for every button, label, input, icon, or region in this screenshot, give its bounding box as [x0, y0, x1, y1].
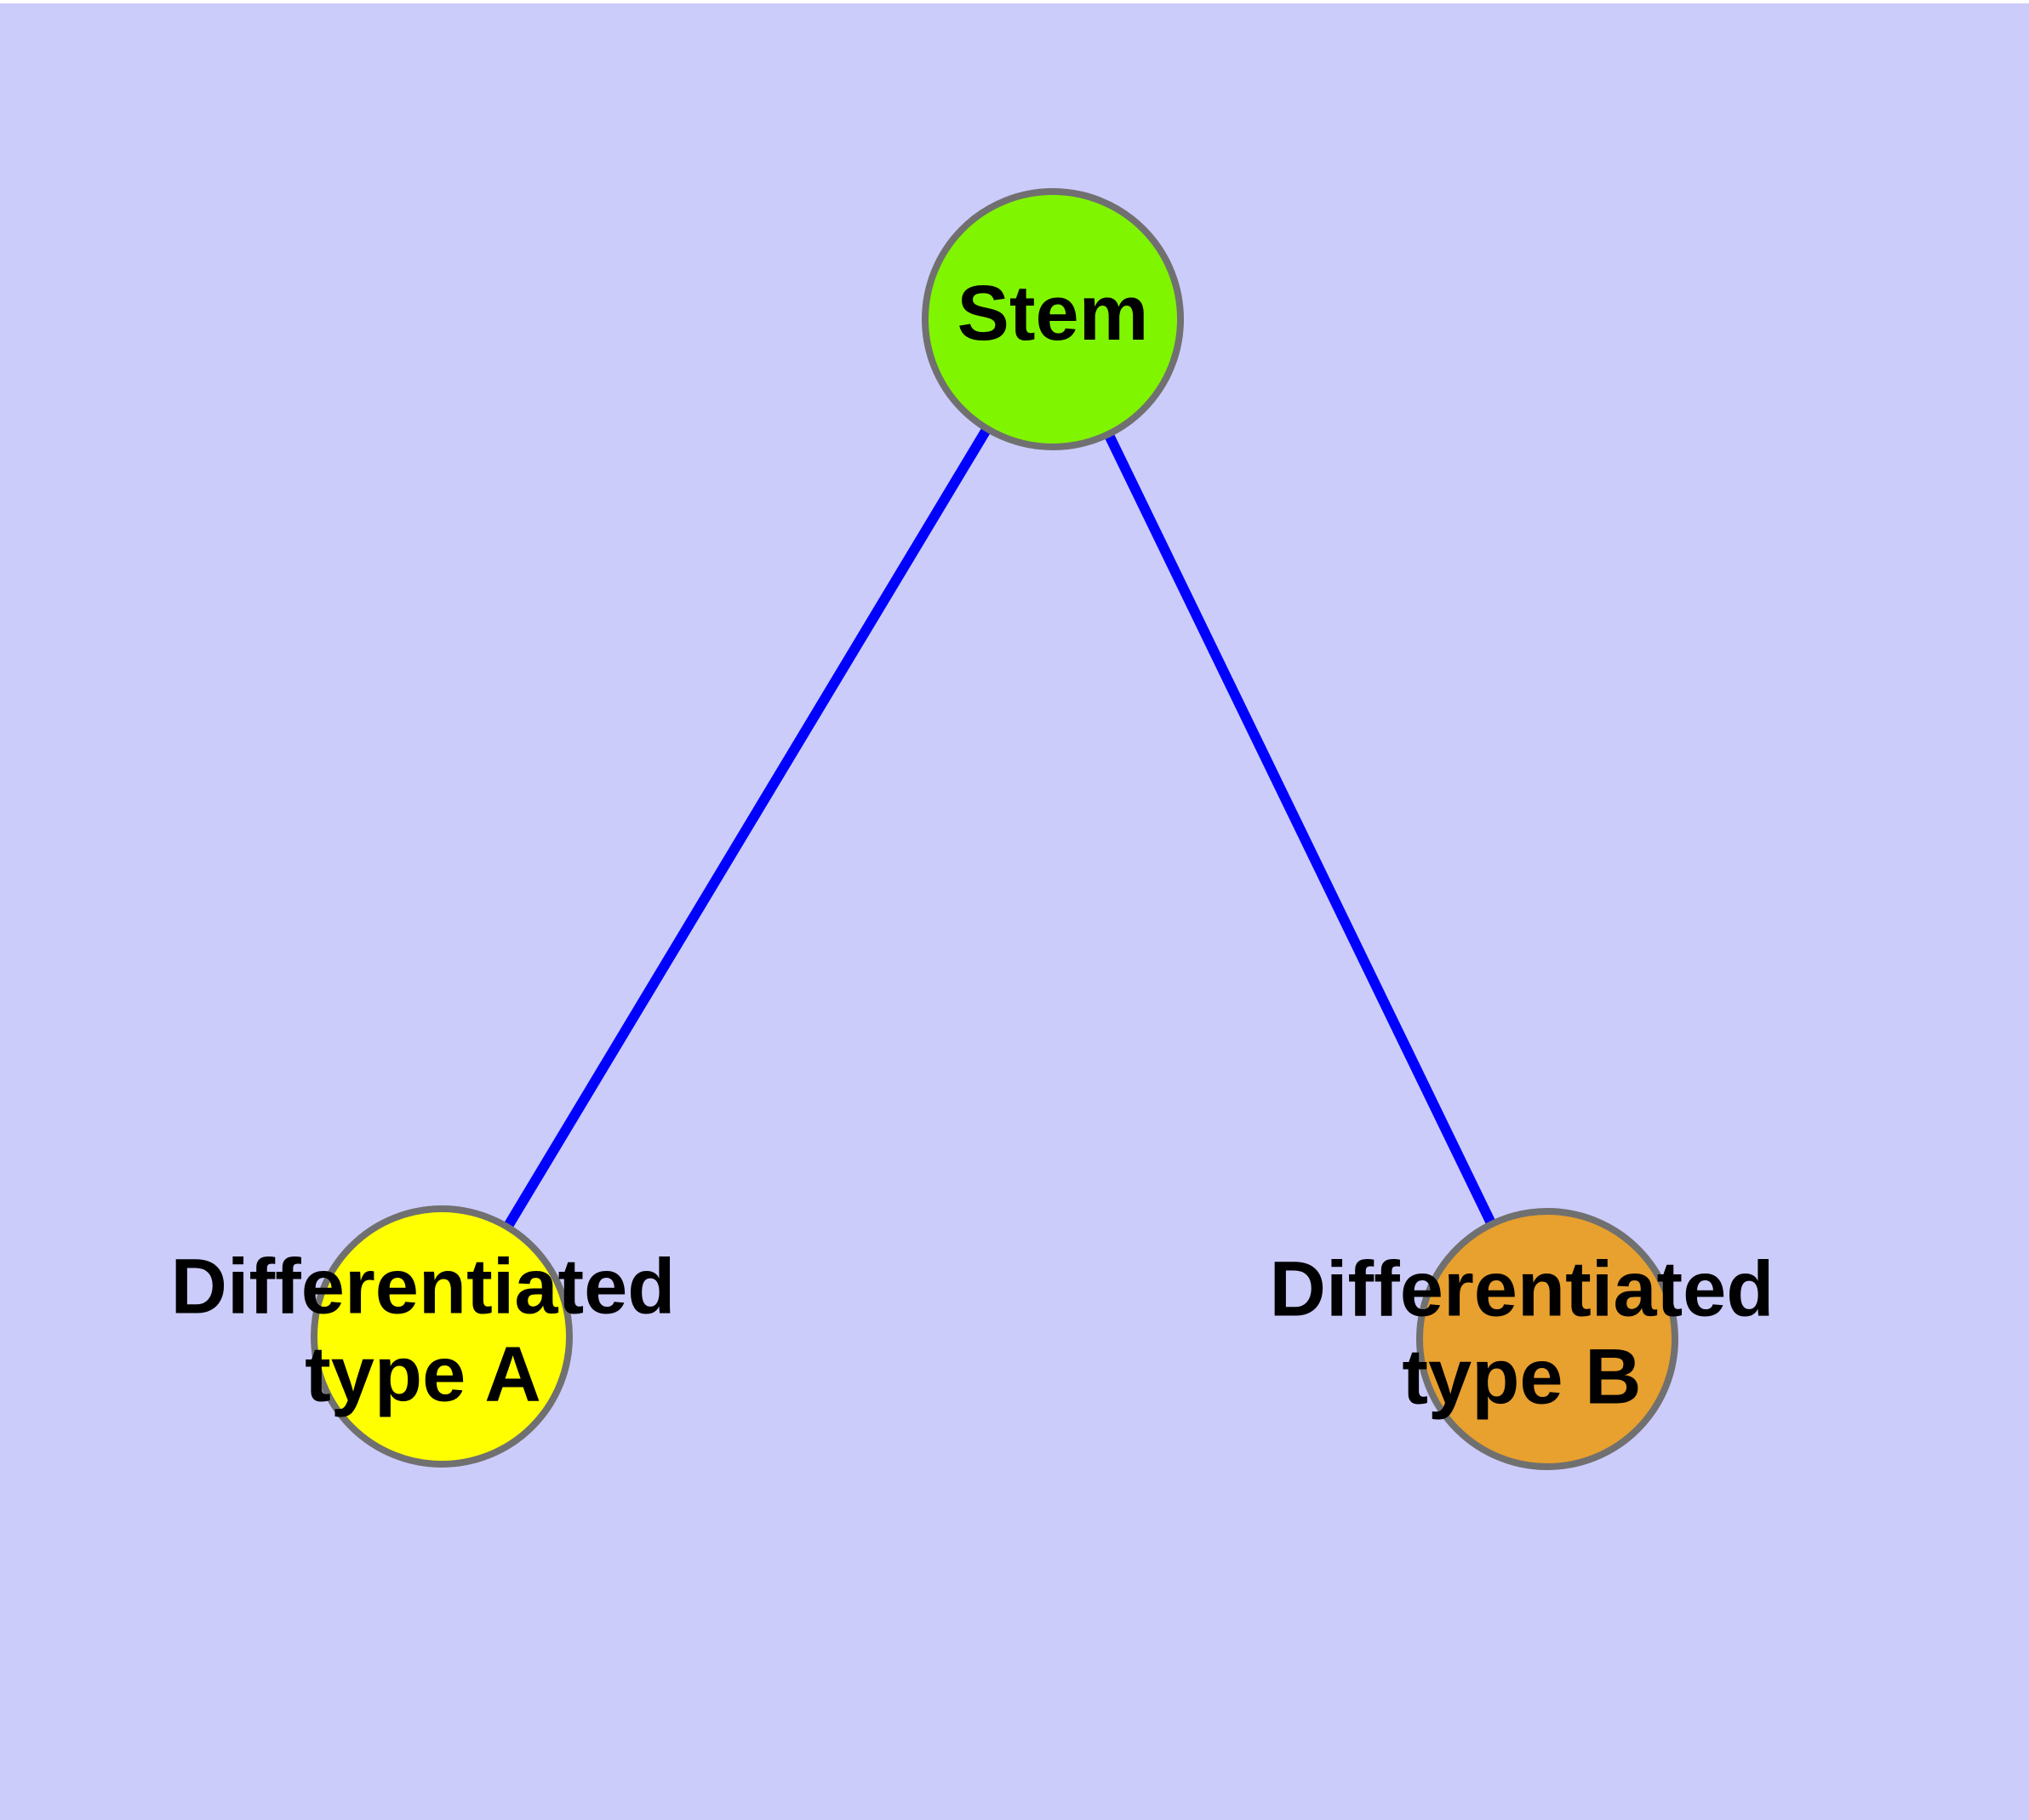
node-label-stem: Stem — [957, 270, 1149, 357]
node-label-line: Stem — [957, 270, 1149, 357]
node-label-line: Differentiated — [1270, 1246, 1775, 1333]
node-circle-diff_a[interactable] — [311, 1205, 573, 1468]
graph-edge-stem-to-diff-a[interactable] — [503, 426, 992, 1230]
node-circle-diff_b[interactable] — [1416, 1208, 1678, 1470]
node-label-line: Differentiated — [171, 1244, 676, 1331]
edge-layer — [503, 426, 1496, 1230]
node-circle-stem[interactable] — [922, 188, 1184, 450]
graph-edge-stem-to-diff-b[interactable] — [1104, 432, 1496, 1227]
graph-node-stem[interactable]: Stem — [922, 188, 1184, 450]
node-label-line: type B — [1402, 1334, 1641, 1421]
node-label-line: type A — [305, 1331, 541, 1418]
